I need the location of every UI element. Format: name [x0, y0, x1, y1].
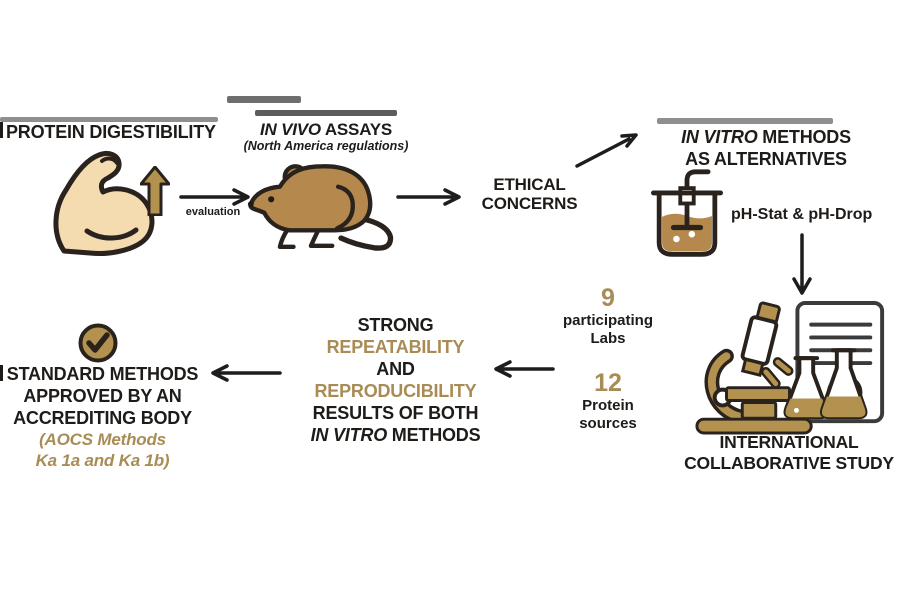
invivo-assays-title: IN VIVO ASSAYS (North America regulation… — [230, 120, 422, 154]
muscle-arm-icon — [45, 148, 170, 258]
arrow-left-icon — [203, 364, 283, 382]
arrow-left-icon — [486, 360, 556, 378]
cropped-text-artifact — [657, 118, 833, 124]
results-line6: IN VITRO METHODS — [310, 425, 481, 445]
invitro-title-line2: AS ALTERNATIVES — [685, 149, 847, 169]
cropped-text-artifact — [0, 117, 218, 122]
beaker-stirrer-icon — [648, 167, 726, 263]
mouse-icon — [245, 160, 405, 258]
aocs-methods-line: Ka 1a and Ka 1b) — [35, 451, 170, 470]
up-arrow-icon — [140, 166, 170, 216]
arrow-right-icon — [395, 188, 469, 206]
invivo-title-line: IN VIVO ASSAYS — [260, 120, 392, 139]
aocs-methods-line: (AOCS Methods — [39, 430, 166, 449]
invitro-methods-title: IN VITRO METHODS AS ALTERNATIVES — [648, 126, 884, 170]
ethical-concerns-label: ETHICAL CONCERNS — [481, 175, 578, 213]
cropped-text-artifact — [0, 122, 3, 138]
arrow-down-icon — [791, 232, 813, 308]
cropped-text-artifact — [227, 96, 301, 103]
sources-count-group: 12 Protein sources — [552, 369, 664, 433]
results-block: STRONG REPEATABILITY AND REPRODUCIBILITY… — [283, 314, 508, 446]
ph-methods-label: pH-Stat & pH-Drop — [731, 206, 873, 223]
sources-count: 12 — [594, 369, 622, 397]
invitro-title-line: IN VITRO METHODS — [681, 127, 851, 147]
cropped-text-artifact — [0, 365, 3, 381]
cropped-text-artifact — [255, 110, 397, 116]
protein-digestibility-title: PROTEIN DIGESTIBILITY — [6, 122, 216, 142]
invivo-subtitle: (North America regulations) — [243, 139, 409, 153]
evaluation-arrow-icon — [178, 188, 258, 206]
labs-count: 9 — [601, 284, 615, 312]
microscope-document-icon — [693, 297, 890, 437]
check-circle-icon — [76, 321, 120, 365]
labs-count-group: 9 participating Labs — [552, 284, 664, 348]
evaluation-label: evaluation — [185, 206, 241, 218]
arrow-diagonal-icon — [573, 126, 647, 170]
collaborative-study-label: INTERNATIONAL COLLABORATIVE STUDY — [684, 432, 894, 473]
standard-methods-block: STANDARD METHODS APPROVED BY AN ACCREDIT… — [0, 363, 205, 471]
